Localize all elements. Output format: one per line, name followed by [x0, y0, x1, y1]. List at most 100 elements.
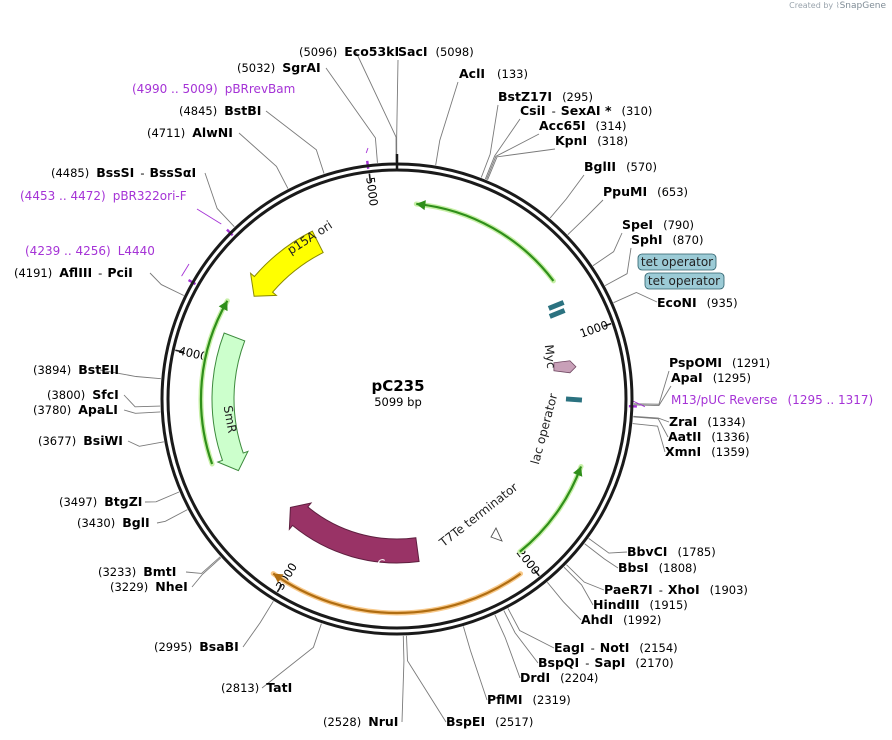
site-leader-line [592, 232, 623, 267]
smr-region-arrow-head [218, 300, 228, 312]
tet-region-arrow-head [416, 200, 426, 211]
site-bgli: (3430)BglI [77, 515, 150, 530]
site-leader-line [484, 118, 521, 180]
site-alwni: (4711)AlwNI [147, 125, 233, 140]
arac-region-arrow-head [273, 573, 284, 583]
site-nrui: (2528)NruI [323, 714, 398, 729]
site-eagi-noti: EagI-NotI(2154) [554, 640, 678, 655]
site-nhei: (3229)NheI [110, 579, 188, 594]
site-btgzi: (3497)BtgZI [59, 494, 142, 509]
site-leader-line [261, 623, 322, 689]
site-sfci: (3800)SfcI [47, 387, 119, 402]
primer-l4440: (4239 .. 4256)L4440 [25, 244, 155, 258]
site-leader-line [325, 67, 378, 163]
site-labels: (5096)Eco53kI SacI(5098) (5032)SgrAI Acl… [14, 44, 873, 729]
site-leader-line [633, 416, 669, 438]
snapgene-credit: Created by ⌇SnapGene [789, 1, 886, 11]
site-leader-line [396, 59, 399, 163]
site-leader-line [435, 81, 459, 166]
site-leader-line [355, 51, 397, 163]
t7te-terminator-label: T7Te terminator [436, 480, 520, 550]
myc-label: Myc [542, 344, 558, 369]
site-paer7i-xhoi: PaeR7I-XhoI(1903) [604, 582, 748, 597]
site-bstbi: (4845)BstBI [179, 103, 261, 118]
lac-region-arrow [519, 466, 583, 553]
site-pflmi: PflMI(2319) [487, 692, 571, 707]
myc-tag-feature [553, 360, 577, 374]
tet-operator-2: tet operator [644, 272, 725, 290]
tet-operator-1-label: tet operator [641, 255, 713, 269]
site-spei: SpeI(790) [622, 217, 694, 232]
site-econi: EcoNI(935) [657, 295, 738, 310]
site-bsteii: (3894)BstEII [33, 362, 119, 377]
site-leader-line [204, 172, 235, 227]
ruler-label: 5000 [363, 176, 380, 207]
lac-operator-feature [565, 396, 583, 403]
site-leader-line [633, 370, 670, 405]
primer-leader-line [181, 263, 190, 277]
site-bsssi-bsssai: (4485)BssSI-BssSαI [51, 165, 196, 180]
site-leader-line [633, 415, 670, 423]
tet-operator-1: tet operator [637, 253, 717, 271]
site-leader-line [123, 409, 161, 414]
snapgene-logo-icon: ⌇ [835, 1, 840, 10]
site-tati: (2813)TatI [221, 680, 292, 695]
site-leader-line [123, 394, 161, 408]
site-ppumi: PpuMI(653) [603, 184, 688, 199]
site-bglii: BglII(570) [584, 159, 657, 174]
primer-pbr322ori-f: (4453 .. 4472)pBR322ori-F [20, 189, 187, 203]
site-leader-line [584, 543, 619, 569]
site-drdi: DrdI(2204) [520, 670, 598, 685]
plasmid-size: 5099 bp [374, 395, 422, 409]
primer-leader-line [365, 147, 369, 154]
site-leader-line [494, 614, 521, 679]
tet-region-arrow [416, 202, 555, 282]
site-zrai: ZraI(1334) [669, 414, 746, 429]
arac-label: araC [357, 557, 386, 573]
site-csii-sexai: CsiI-SexAI *(310) [520, 103, 652, 118]
site-pspomi: PspOMI(1291) [669, 355, 770, 370]
site-bspqi-sapi: BspQI-SapI(2170) [538, 655, 674, 670]
site-leader-line [242, 600, 274, 648]
site-leader-line [549, 174, 585, 219]
site-xmni: XmnI(1359) [665, 444, 749, 459]
site-bsiwi: (3677)BsiWI [38, 433, 123, 448]
credit-brand: SnapGene [839, 1, 886, 11]
site-leader-line [462, 626, 488, 701]
tet-site-1-feature [547, 300, 565, 311]
t7te-terminator-feature [490, 527, 503, 542]
site-bspei: BspEI(2517) [446, 714, 533, 729]
arac-feature [288, 502, 420, 564]
site-leader-line [144, 491, 180, 503]
site-eco53ki: (5096)Eco53kI [299, 44, 399, 59]
primer-m13-puc-reverse: M13/pUC Reverse(1295 .. 1317) [671, 393, 873, 407]
site-saci: SacI(5098) [398, 44, 474, 59]
p15a-ori-feature [249, 230, 324, 297]
site-apali: (3780)ApaLI [33, 402, 118, 417]
site-leader-line [265, 110, 325, 174]
arac-region-arrow-halo [270, 571, 524, 616]
ruler-tick [175, 349, 184, 353]
credit-prefix: Created by [789, 1, 834, 10]
site-afliii-pcii: (4191)AflIII-PciI [14, 265, 133, 280]
site-leader-line [487, 148, 556, 181]
site-bmti: (3233)BmtI [98, 564, 176, 579]
site-leader-line [406, 635, 447, 723]
site-leader-line [238, 132, 289, 189]
site-lines [99, 51, 672, 723]
ruler-label: 4000 [177, 344, 209, 364]
site-leader-line [149, 272, 184, 296]
site-apai: ApaI(1295) [671, 370, 751, 385]
site-leader-line [191, 557, 222, 588]
site-acc65i: Acc65I(314) [539, 118, 626, 133]
lac-region-arrow-halo [517, 463, 584, 555]
site-leader-line [507, 608, 555, 649]
site-leader-line [156, 509, 188, 524]
site-leader-line [480, 104, 499, 178]
site-leader-line [99, 369, 161, 380]
primer-leader-line [632, 400, 646, 408]
lac-operator-label: lac operator [528, 392, 560, 466]
site-leader-line [401, 635, 405, 723]
tet-site-2-feature [548, 308, 566, 319]
